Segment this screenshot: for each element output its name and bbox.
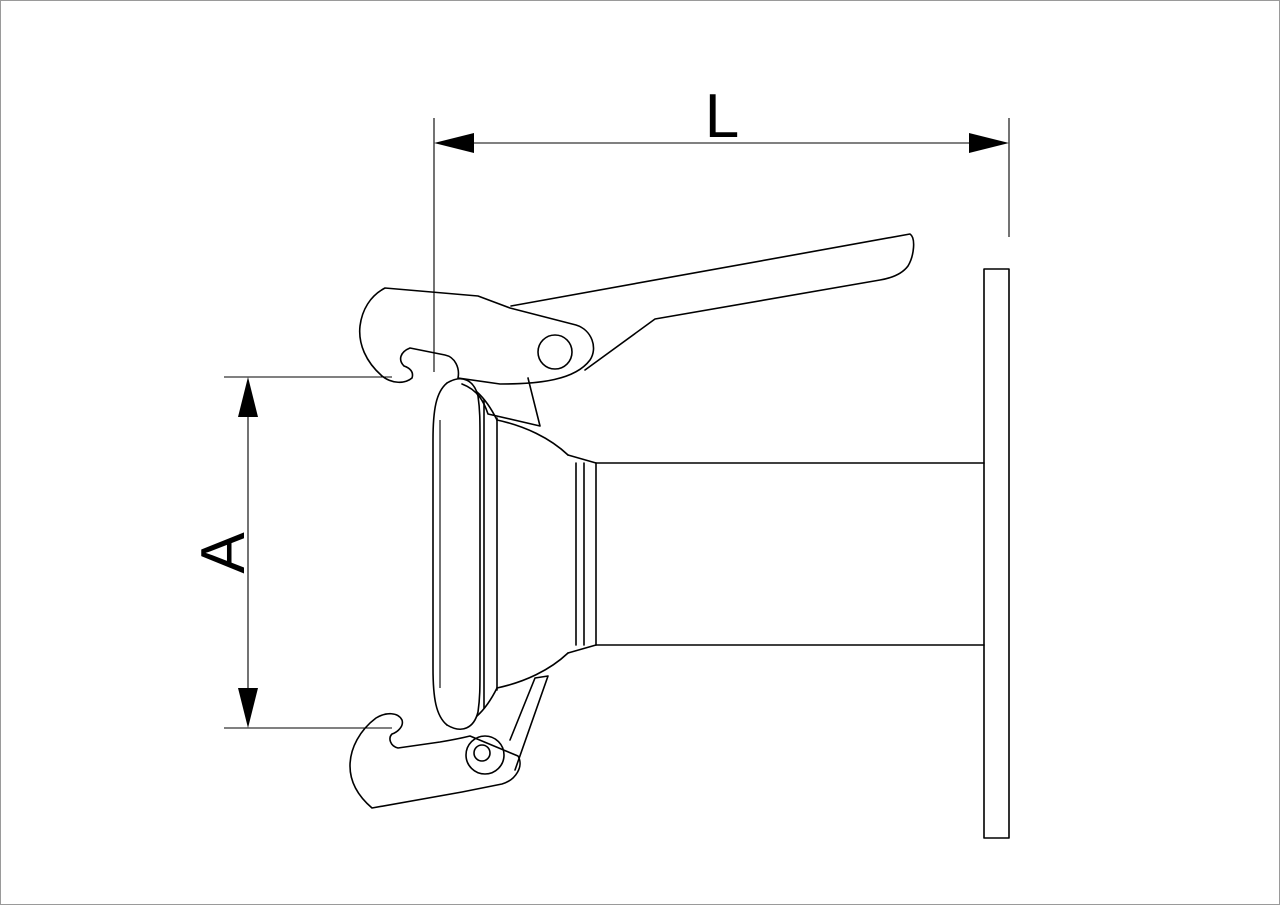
arrowhead-top	[238, 377, 258, 417]
coupler-bell	[476, 391, 569, 717]
dimension-l: L	[433, 82, 1010, 372]
dimension-a-label: A	[189, 532, 258, 574]
arrowhead-left	[434, 133, 474, 153]
lower-cam-arm	[349, 675, 549, 809]
dimension-a: A	[189, 376, 392, 729]
lower-pivot-pin-center	[473, 744, 491, 762]
dimension-l-label: L	[705, 82, 739, 151]
upper-lever-arm	[358, 233, 915, 427]
flange-plate	[983, 268, 1010, 839]
lower-pivot-pin	[465, 735, 505, 775]
arrowhead-right	[969, 133, 1009, 153]
pipe-body	[567, 454, 985, 654]
sealing-ring	[432, 378, 481, 730]
arrowhead-bottom	[238, 688, 258, 728]
upper-pivot-pin	[537, 334, 573, 370]
